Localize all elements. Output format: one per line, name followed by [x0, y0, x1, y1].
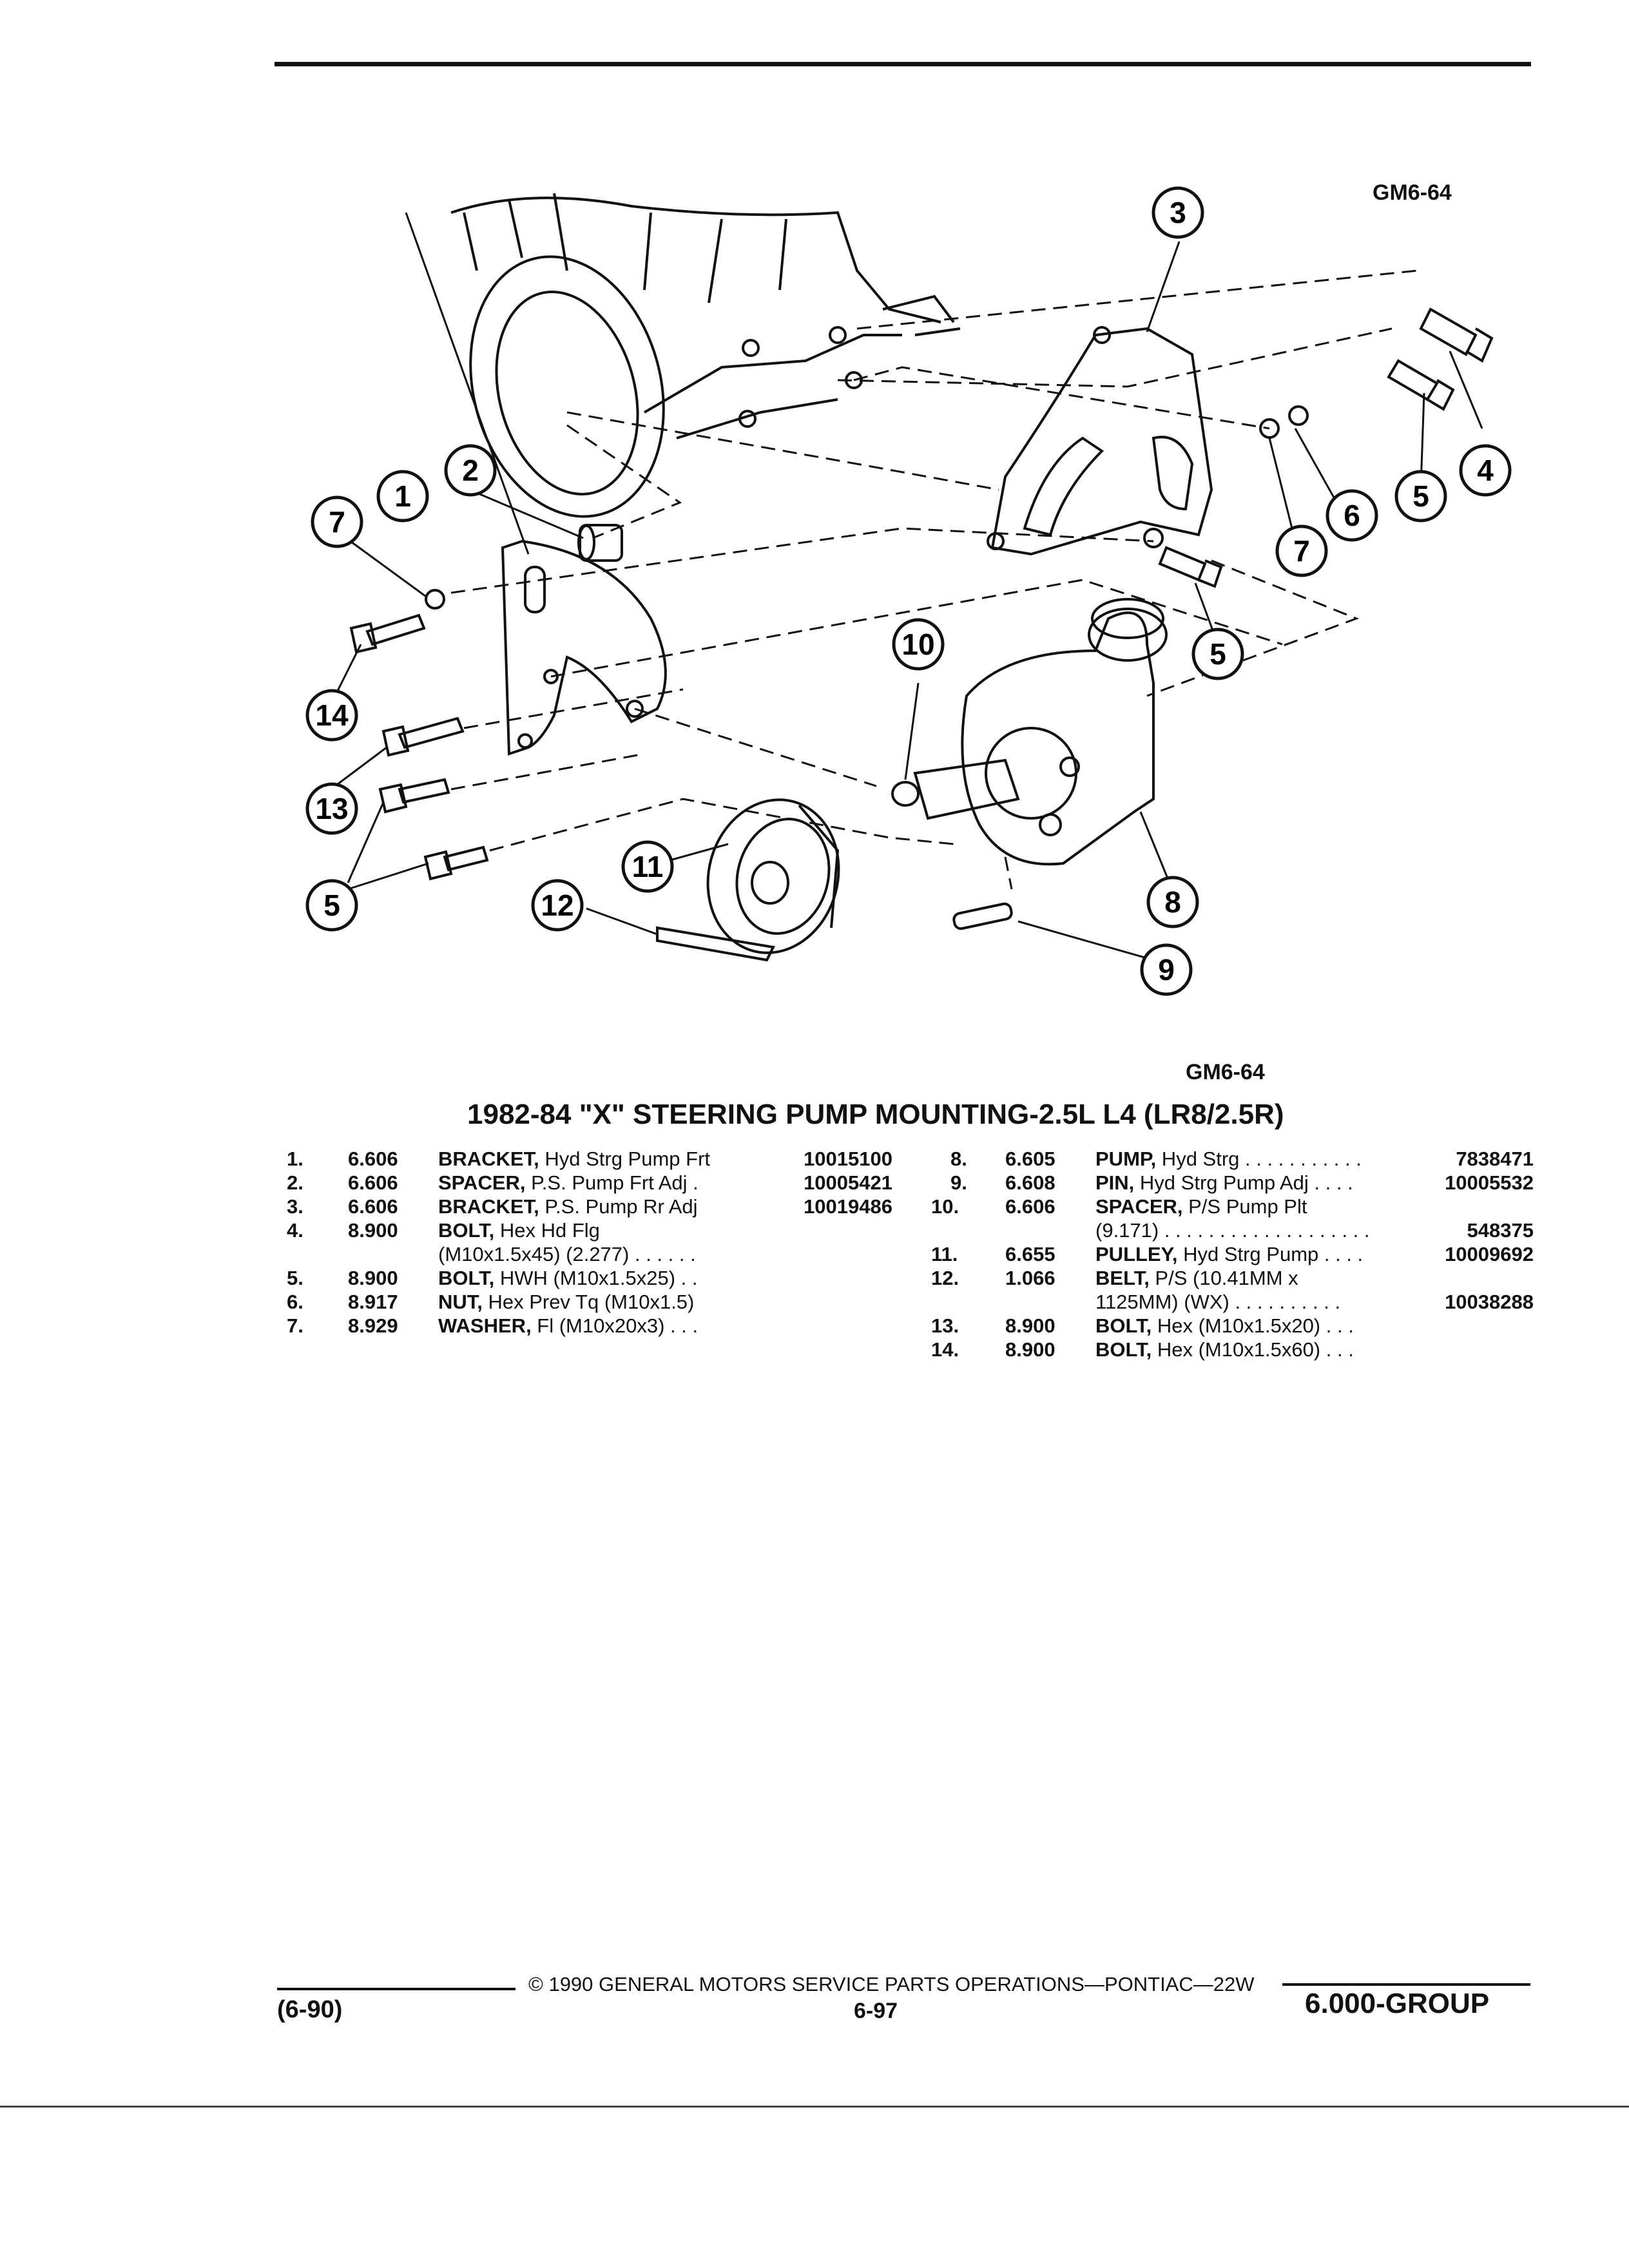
- list-item: 1125MM) (WX) . . . . . . . . . .10038288: [1095, 1291, 1534, 1313]
- bolt-13: [381, 716, 465, 757]
- callout-5-bottom: 5: [305, 879, 358, 932]
- bolt-5b: [1158, 546, 1223, 588]
- callout-11: 11: [621, 840, 674, 893]
- callout-4: 4: [1459, 444, 1512, 497]
- list-item: (M10x1.5x45) (2.277) . . . . . .: [438, 1243, 696, 1265]
- spacer-part: [577, 524, 623, 562]
- svg-text:12: 12: [541, 889, 574, 922]
- svg-text:1: 1: [394, 479, 411, 513]
- pin-part: [952, 902, 1013, 930]
- bolt-5c: [378, 778, 450, 814]
- svg-text:9: 9: [1158, 953, 1175, 986]
- callout-14: 14: [305, 689, 358, 742]
- engine-block-sketch: [450, 193, 961, 518]
- washer-7c: [1143, 528, 1164, 548]
- svg-text:2: 2: [462, 454, 479, 487]
- callout-13: 13: [305, 782, 358, 835]
- callout-3: 3: [1152, 186, 1204, 239]
- callout-12: 12: [531, 879, 584, 932]
- callout-9: 9: [1140, 943, 1193, 996]
- svg-text:5: 5: [1210, 637, 1226, 671]
- svg-text:3: 3: [1170, 196, 1186, 229]
- svg-text:8: 8: [1164, 885, 1181, 919]
- svg-text:11: 11: [632, 850, 664, 883]
- callout-6: 6: [1325, 489, 1378, 542]
- callout-2: 2: [444, 444, 497, 497]
- washer-7b: [1259, 418, 1280, 439]
- footer-rule-left: [277, 1988, 516, 1990]
- callout-1: 1: [376, 470, 429, 523]
- figure-id-bottom: GM6-64: [1186, 1060, 1265, 1084]
- svg-text:5: 5: [1412, 479, 1429, 513]
- callout-10: 10: [892, 618, 945, 671]
- svg-text:4: 4: [1477, 454, 1494, 487]
- figure-id-top: GM6-64: [1373, 180, 1452, 205]
- bolt-4: [1419, 307, 1494, 363]
- svg-text:13: 13: [315, 792, 348, 825]
- footer-group: 6.000-GROUP: [1305, 1988, 1490, 2019]
- pulley-part: [706, 798, 840, 954]
- callout-5-top: 5: [1394, 470, 1447, 523]
- page-title: 1982-84 "X" STEERING PUMP MOUNTING-2.5L …: [467, 1099, 1284, 1130]
- footer-copyright: © 1990 GENERAL MOTORS SERVICE PARTS OPER…: [528, 1973, 1255, 1995]
- bottom-scan-line: [0, 2106, 1629, 2108]
- svg-text:5: 5: [323, 889, 340, 922]
- bolt-5a: [1387, 359, 1455, 411]
- top-rule: [275, 62, 1531, 66]
- pump-part: [913, 598, 1168, 866]
- callout-8: 8: [1146, 876, 1199, 928]
- footer-page-number: 6-97: [854, 1999, 898, 2023]
- callouts: 3 4 5 6 7 5 2 1 7 14 13 5 10 11 12 8 9: [305, 186, 1512, 996]
- callout-7-right: 7: [1275, 524, 1328, 577]
- rear-bracket-part: [987, 326, 1213, 556]
- pump-spacer-part: [891, 781, 920, 807]
- svg-text:7: 7: [1293, 534, 1310, 568]
- list-item: (9.171) . . . . . . . . . . . . . . . . …: [1095, 1219, 1534, 1242]
- footer-date: (6-90): [277, 1996, 343, 2023]
- washer-7a: [425, 589, 445, 610]
- svg-text:10: 10: [901, 628, 934, 661]
- nut-6: [1288, 405, 1309, 426]
- callout-7-left: 7: [311, 495, 363, 548]
- footer-rule-right: [1282, 1983, 1530, 1986]
- callout-leaders: [334, 212, 1483, 961]
- belt-part: [656, 926, 775, 962]
- alignment-lines: [450, 269, 1418, 890]
- bolt-5d: [423, 845, 489, 881]
- svg-text:14: 14: [315, 698, 349, 732]
- svg-text:6: 6: [1344, 499, 1360, 532]
- bolt-14: [349, 613, 426, 654]
- callout-5-mid: 5: [1191, 628, 1244, 680]
- svg-text:7: 7: [329, 505, 345, 539]
